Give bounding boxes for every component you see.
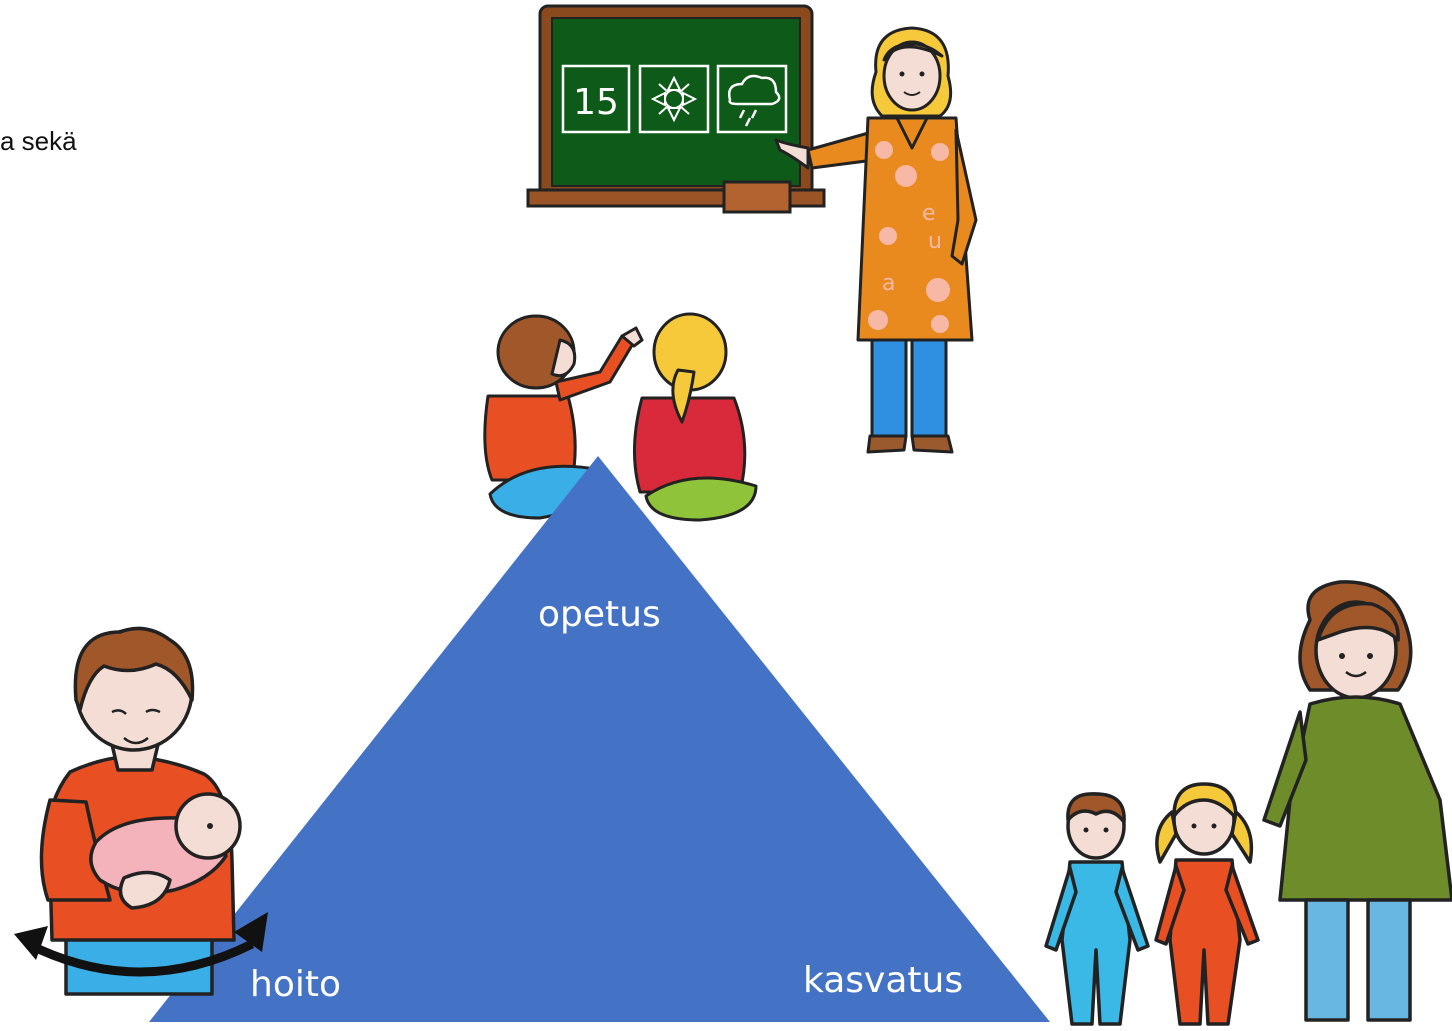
board-card-number: 15 <box>573 82 619 123</box>
boy-holding-baby-icon <box>14 626 268 996</box>
board-letter-u: u <box>928 229 942 254</box>
triangle-label-right: kasvatus <box>803 960 964 1001</box>
blackboard-icon: 15 <box>526 4 826 214</box>
teacher-icon: e u a <box>774 26 978 454</box>
triangle-label-top: opetus <box>538 594 661 635</box>
triangle-shape <box>149 456 1050 1022</box>
children-raising-hand-icon <box>483 312 758 522</box>
flower-icon <box>650 75 698 123</box>
board-letter-a: a <box>882 271 895 296</box>
rain-cloud-icon <box>728 74 781 127</box>
cut-off-text: a sekä <box>0 126 77 156</box>
board-letter-e: e <box>922 201 936 226</box>
triangle-label-left: hoito <box>250 964 341 1005</box>
family-icon <box>1044 580 1452 1026</box>
